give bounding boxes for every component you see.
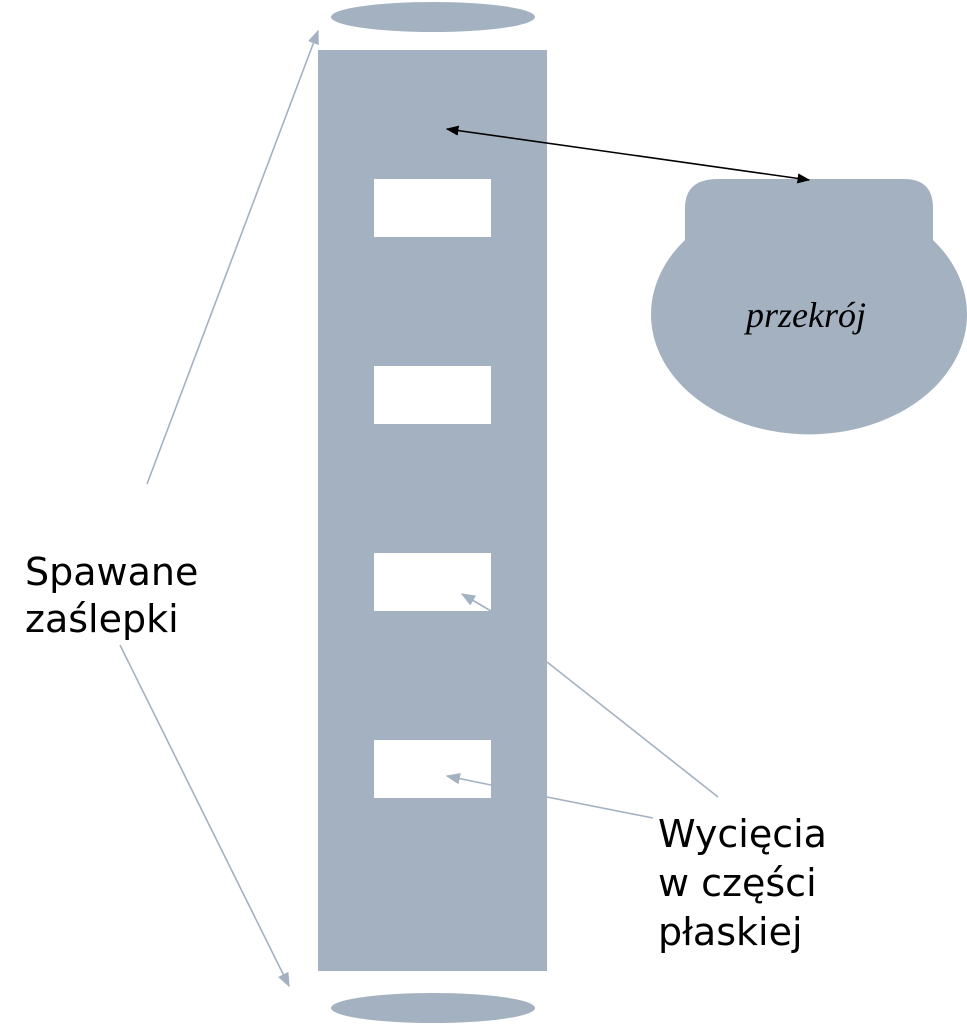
cutout-pointer-lower-inner (445, 772, 492, 786)
cutout-3 (374, 553, 491, 611)
cross-section-double-arrow (445, 125, 811, 184)
cross-section-shape (651, 179, 967, 435)
cutout-pointer-upper-inner (460, 593, 492, 612)
cutouts-label-line1: Wycięcia (658, 812, 827, 856)
cutouts-label-line3: płaskiej (658, 910, 803, 954)
bottom-end-cap (331, 993, 535, 1023)
cutout-pointer-lower (546, 796, 654, 819)
cutout-4 (374, 740, 491, 798)
cutout-1 (374, 179, 491, 237)
cutout-pointer-upper (546, 661, 719, 798)
welded-cap-pointer-top (146, 29, 319, 485)
welded-caps-label-line1: Spawane (25, 550, 198, 594)
top-end-cap (331, 2, 535, 32)
cutout-2 (374, 366, 491, 424)
welded-caps-label-line2: zaślepki (25, 597, 179, 641)
cross-section-label: przekrój (743, 295, 866, 335)
cutouts-label-line2: w części (658, 861, 817, 905)
welded-cap-pointer-bottom (119, 644, 290, 988)
